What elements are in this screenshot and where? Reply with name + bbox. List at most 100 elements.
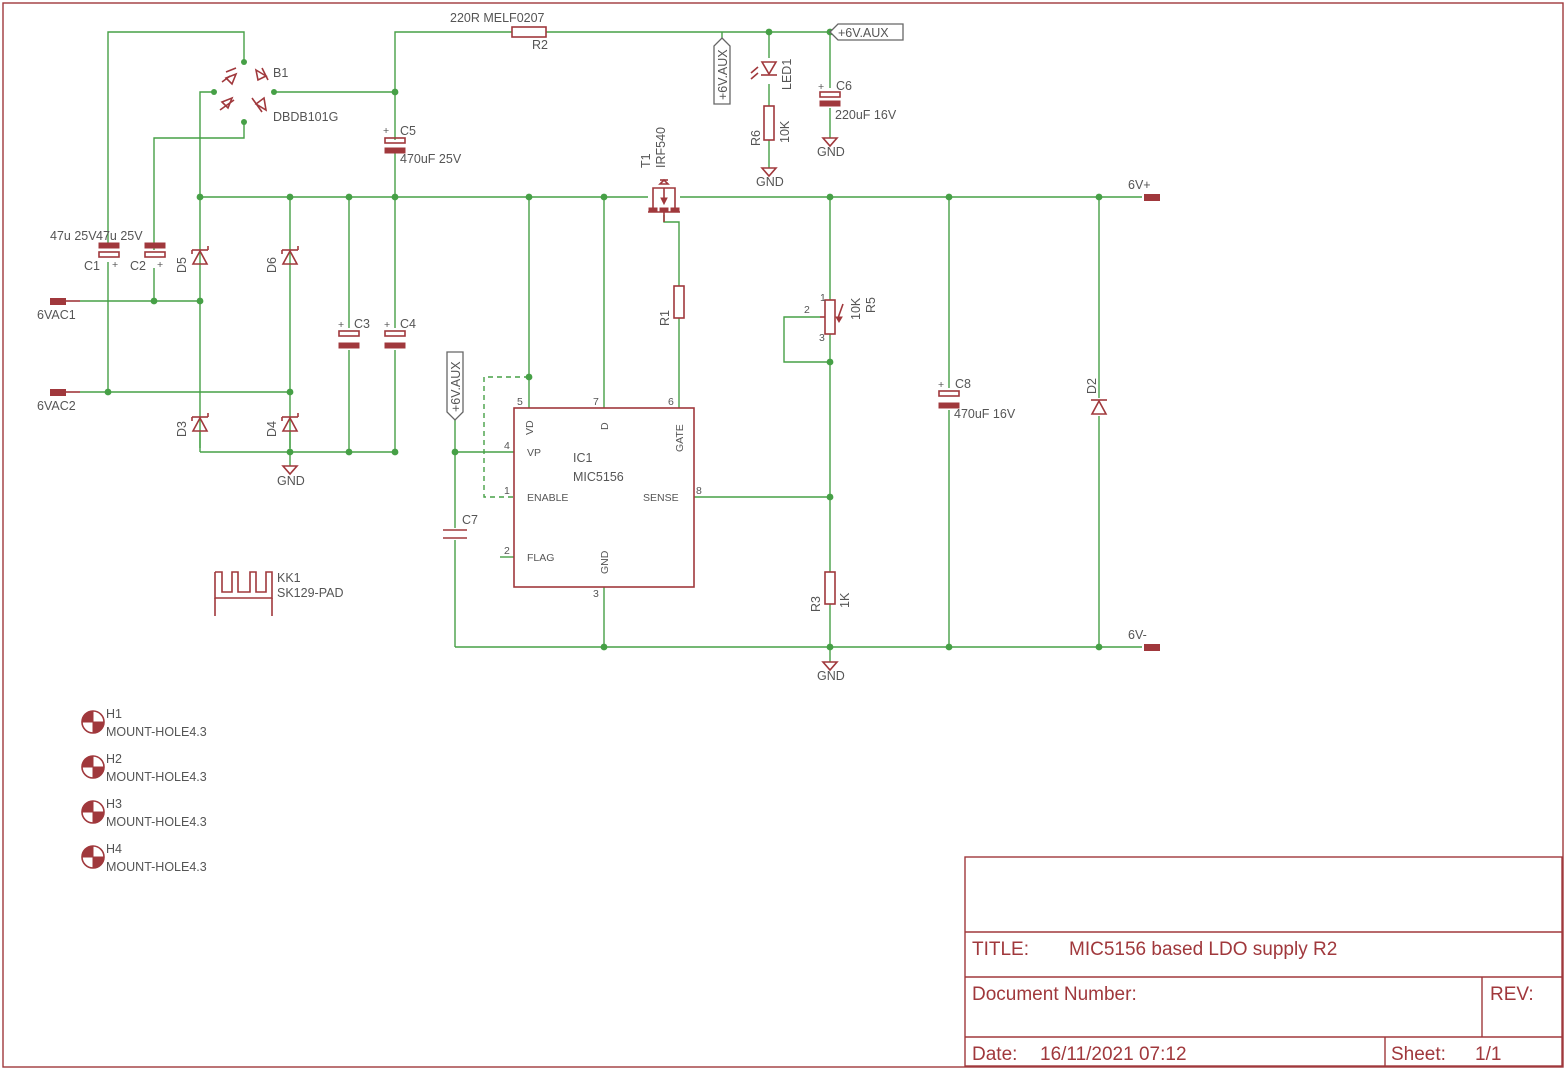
ic1-pinnum-gnd: 3: [593, 588, 599, 600]
kk1-name: KK1: [277, 571, 301, 585]
resistor-r1: R1: [658, 285, 685, 326]
capacitor-c2: + 47u 25V C2: [96, 229, 166, 273]
diode-d2: D2: [1085, 378, 1108, 415]
document-number-label: Document Number:: [972, 984, 1137, 1005]
vac1-label: 6VAC1: [37, 308, 76, 322]
ic1-pin-gate: GATE: [674, 424, 686, 452]
ic1-pin-vp: VP: [527, 447, 541, 459]
resistor-r2: 220R MELF0207 R2: [450, 11, 548, 52]
date-value: 16/11/2021 07:12: [1040, 1044, 1187, 1065]
capacitor-c4: + C4: [384, 317, 416, 349]
c5-plus: +: [383, 125, 389, 137]
ic1-pinnum-vp: 4: [504, 440, 510, 452]
mount-hole-h4: H4 MOUNT-HOLE4.3: [81, 842, 207, 874]
b1-name: B1: [273, 66, 288, 80]
ic1-pin-d: D: [599, 422, 611, 430]
connector-6vac2: 6VAC2: [37, 389, 80, 413]
ic1-pinnum-enable: 1: [504, 485, 510, 497]
net-port-aux-right: +6V.AUX: [829, 23, 904, 41]
t1-name: T1: [639, 153, 653, 168]
d5-name: D5: [175, 257, 189, 273]
c6-value: 220uF 16V: [835, 108, 897, 122]
sheet-label: Sheet:: [1391, 1044, 1446, 1065]
vminus-label: 6V-: [1128, 628, 1147, 642]
h3-name: H3: [106, 797, 122, 811]
r5-pin1: 1: [820, 292, 826, 304]
capacitor-c7: C7: [443, 513, 478, 539]
mosfet-t1: T1 IRF540: [639, 127, 680, 222]
gnd-label-r6: GND: [756, 175, 784, 189]
h3-value: MOUNT-HOLE4.3: [106, 815, 207, 829]
vac2-label: 6VAC2: [37, 399, 76, 413]
c8-name: C8: [955, 377, 971, 391]
bridge-rectifier-b1: B1 DBDB101G: [219, 66, 338, 124]
r2-name: R2: [532, 38, 548, 52]
c7-name: C7: [462, 513, 478, 527]
capacitor-c5: + C5 470uF 25V: [383, 124, 462, 166]
h2-value: MOUNT-HOLE4.3: [106, 770, 207, 784]
d4-name: D4: [265, 421, 279, 437]
ic1-value: MIC5156: [573, 470, 624, 484]
gnd-symbol-r6: GND: [756, 167, 784, 189]
c3-name: C3: [354, 317, 370, 331]
net-port-aux-top: +6V.AUX: [713, 37, 731, 105]
net-port-aux-left: +6V.AUX: [446, 351, 464, 421]
c5-value: 470uF 25V: [400, 152, 462, 166]
c8-value: 470uF 16V: [954, 407, 1016, 421]
title-text: MIC5156 based LDO supply R2: [1069, 939, 1337, 960]
rev-label: REV:: [1490, 984, 1534, 1005]
ic1-pinnum-vd: 5: [517, 396, 523, 408]
gnd-symbol-rectifier: GND: [277, 465, 305, 488]
capacitor-c8: + C8 470uF 16V: [938, 377, 1016, 421]
title-label: TITLE:: [972, 939, 1029, 960]
diode-d6: D6: [265, 246, 299, 273]
capacitor-c1: + 47u 25V C1: [50, 229, 120, 273]
r5-pin3: 3: [819, 332, 825, 344]
ic1-pinnum-flag: 2: [504, 545, 510, 557]
led-led1: LED1: [750, 59, 794, 90]
ic1-pin-gnd: GND: [599, 550, 611, 574]
mount-hole-h3: H3 MOUNT-HOLE4.3: [81, 797, 207, 829]
gnd-label-r3: GND: [817, 669, 845, 683]
c2-value: 47u 25V: [96, 229, 143, 243]
h2-name: H2: [106, 752, 122, 766]
resistor-r6: R6 10K: [749, 105, 792, 146]
sheet-value: 1/1: [1475, 1044, 1501, 1065]
mount-hole-h1: H1 MOUNT-HOLE4.3: [81, 707, 207, 739]
ic1-pin-sense: SENSE: [643, 492, 679, 504]
r3-value: 1K: [838, 592, 852, 608]
r5-name: R5: [864, 297, 878, 313]
h1-value: MOUNT-HOLE4.3: [106, 725, 207, 739]
gnd-label-rectifier: GND: [277, 474, 305, 488]
r5-pin2: 2: [804, 304, 810, 316]
connector-6v-minus: 6V-: [1128, 628, 1160, 651]
t1-value: IRF540: [654, 127, 668, 168]
c2-name: C2: [130, 259, 146, 273]
date-label: Date:: [972, 1044, 1017, 1065]
r6-value: 10K: [778, 120, 792, 143]
r6-name: R6: [749, 130, 763, 146]
resistor-r3: R3 1K: [809, 571, 852, 612]
b1-value: DBDB101G: [273, 110, 338, 124]
diode-d5: D5: [175, 246, 209, 273]
capacitor-c6: + C6 220uF 16V: [818, 79, 897, 122]
c3-plus: +: [338, 319, 344, 331]
diode-d4: D4: [265, 413, 299, 437]
h4-name: H4: [106, 842, 122, 856]
c6-name: C6: [836, 79, 852, 93]
ic1-pinnum-d: 7: [593, 396, 599, 408]
gnd-symbol-c6: GND: [817, 137, 845, 159]
h4-value: MOUNT-HOLE4.3: [106, 860, 207, 874]
c1-name: C1: [84, 259, 100, 273]
gnd-symbol-r3: GND: [817, 661, 845, 683]
vplus-label: 6V+: [1128, 178, 1151, 192]
c1-value: 47u 25V: [50, 229, 97, 243]
aux-label-top: +6V.AUX: [716, 49, 730, 100]
r1-name: R1: [658, 310, 672, 326]
aux-label-right: +6V.AUX: [838, 26, 889, 40]
c4-plus: +: [384, 319, 390, 331]
d2-name: D2: [1085, 378, 1099, 394]
heatsink-kk1: KK1 SK129-PAD: [214, 571, 343, 616]
